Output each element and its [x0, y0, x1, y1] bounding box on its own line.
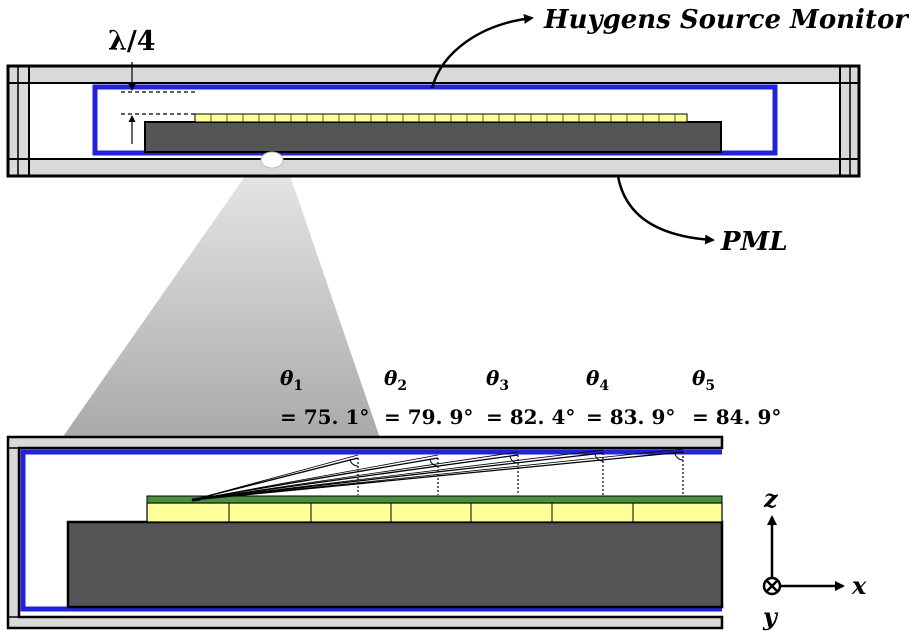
bottom-zoomed-box — [6, 435, 724, 630]
ray-4-outline — [191, 449, 604, 501]
huygens-monitor-label: Huygens Source Monitor — [543, 5, 909, 35]
lambda-quarter-label: λ/4 — [108, 26, 156, 57]
theta-5-index: 5 — [705, 378, 715, 394]
theta-4-glyph: θ — [586, 366, 600, 390]
angle-labels: θ1 θ2 θ3 θ4 θ5 = 75. 1° = 79. 9° = 82. 4… — [280, 366, 781, 429]
ray-source — [191, 497, 201, 502]
ray-1 — [191, 457, 359, 501]
theta-3-symbol: θ3 — [486, 366, 509, 394]
pml-arrow — [616, 175, 715, 245]
ray-3 — [191, 454, 519, 501]
theta-4-index: 4 — [599, 378, 609, 394]
ray-2 — [191, 457, 439, 501]
top-layer-bottom — [146, 495, 723, 504]
top-simulation-box — [6, 62, 861, 178]
unit-cell-dividers-bottom — [228, 503, 634, 522]
unit-cells-bottom — [146, 502, 723, 523]
ray-5 — [191, 451, 684, 501]
theta-5-symbol: θ5 — [692, 366, 715, 394]
ray-3-outline — [191, 451, 519, 501]
substrate-bottom — [66, 520, 724, 609]
huygens-monitor-arrow — [430, 13, 534, 89]
theta-2-index: 2 — [397, 378, 407, 394]
theta-4-symbol: θ4 — [586, 366, 609, 394]
ray-4 — [191, 452, 604, 501]
angle-arc-1 — [349, 458, 359, 467]
pml-label: PML — [720, 227, 788, 257]
theta-1-value: = 75. 1° — [280, 405, 369, 429]
theta-3-glyph: θ — [486, 366, 500, 390]
huygens-monitor-bottom — [20, 449, 722, 612]
substrate-top — [144, 121, 722, 153]
coordinate-axes: z x y — [762, 484, 867, 631]
theta-2-value: = 79. 9° — [384, 405, 473, 429]
theta-2-glyph: θ — [384, 366, 398, 390]
ray-5-outline — [191, 448, 684, 501]
ray-2-outline — [191, 454, 439, 501]
z-axis-label: z — [763, 484, 779, 513]
theta-3-value: = 82. 4° — [486, 405, 575, 429]
x-axis-label: x — [851, 571, 867, 600]
refraction-rays — [191, 448, 684, 502]
unit-cell-dividers-top — [210, 114, 676, 122]
zoom-cone — [62, 152, 380, 438]
y-axis-label: y — [762, 602, 779, 631]
ray-1-outline — [191, 454, 359, 501]
theta-4-value: = 83. 9° — [586, 405, 675, 429]
theta-1-glyph: θ — [280, 366, 294, 390]
theta-3-index: 3 — [499, 378, 509, 394]
theta-1-index: 1 — [293, 378, 303, 394]
angle-arc-5 — [674, 452, 684, 461]
theta-5-value: = 84. 9° — [692, 405, 781, 429]
theta-1-symbol: θ1 — [280, 366, 303, 394]
unit-cells-top — [194, 113, 688, 123]
zoom-origin-marker — [260, 151, 284, 169]
theta-2-symbol: θ2 — [384, 366, 407, 394]
theta-5-glyph: θ — [692, 366, 706, 390]
angle-arc-4 — [594, 453, 604, 462]
angle-arc-3 — [509, 455, 519, 464]
